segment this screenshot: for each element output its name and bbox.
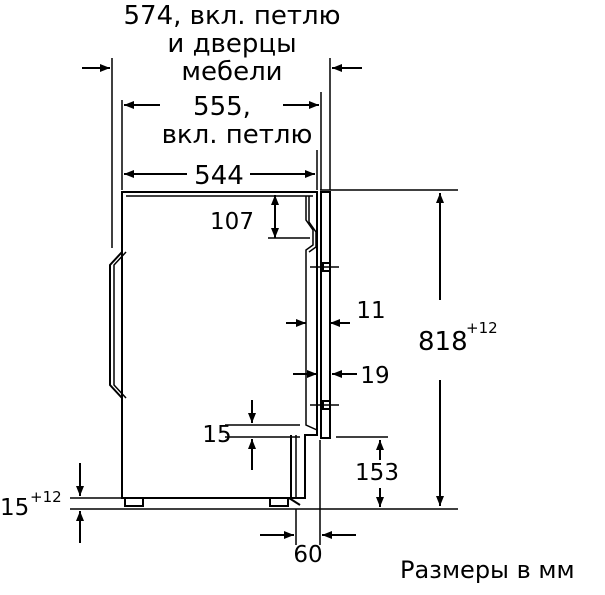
dim-574-label-line3: мебели (181, 57, 282, 87)
dim-153-label: 153 (355, 460, 399, 486)
dim-19-label: 19 (360, 363, 389, 389)
hinge-lower (310, 400, 339, 410)
dim-555-label: 555, (193, 92, 251, 122)
hinge-upper (310, 262, 339, 272)
dim-15-arrows (225, 400, 300, 470)
dim-544-label: 544 (194, 161, 244, 191)
dim-107-label: 107 (210, 209, 254, 235)
dim-60-label: 60 (293, 542, 322, 568)
furniture-door-panel (320, 191, 331, 439)
dim-15-feet-label: 15 (0, 495, 29, 521)
appliance-body (109, 191, 318, 507)
dim-15-feet-tolerance: +12 (30, 488, 62, 506)
dim-11-label: 11 (356, 298, 385, 324)
dim-574-label: 574, вкл. петлю (124, 1, 341, 31)
units-note: Размеры в мм (400, 556, 575, 584)
dim-107-arrows (268, 195, 310, 239)
dim-818-label: 818 (418, 327, 468, 357)
dim-574-label-line2: и дверцы (167, 29, 296, 59)
dim-15-label: 15 (202, 422, 231, 448)
dim-555-label-line2: вкл. петлю (162, 120, 313, 150)
extension-lines (70, 58, 458, 545)
dim-818-tolerance: +12 (466, 319, 498, 337)
